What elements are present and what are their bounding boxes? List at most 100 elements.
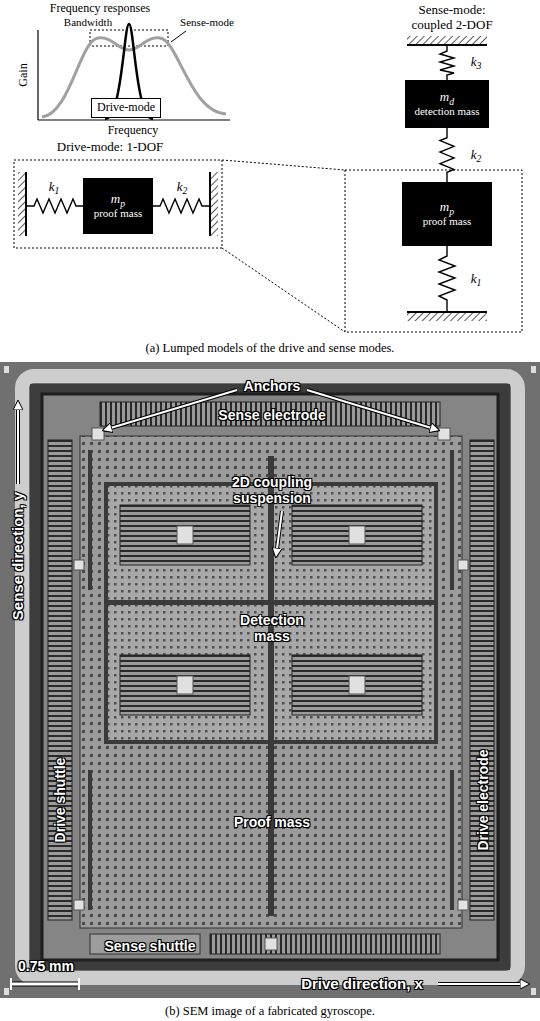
wall-hatch [407,36,487,45]
arrow-halo [16,402,20,484]
frequency-axis [38,119,230,120]
node-text: Drive-mode [97,101,155,115]
sense-comb [120,655,250,715]
mass-block: mpproof mass [402,182,492,246]
coupling-beam [108,600,434,605]
drive-electrode [470,440,494,920]
text-part: k [471,147,477,162]
die-ring [22,376,518,978]
part-label: Sense shuttle [104,938,195,954]
anchor [177,526,193,544]
text-part: k [177,179,183,194]
text-part: 3 [476,60,481,71]
leader-arrow [307,390,438,430]
mode-box: Drive-mode [91,98,161,118]
text-part: m [440,199,449,214]
text-part: 2 [182,185,187,196]
sense-comb [120,505,250,565]
model-heading: Sense-mode: coupled 2-DOF [400,3,505,33]
direction-arrow [438,983,528,985]
anchor [458,560,468,570]
spring [153,199,210,213]
node-text: mp [440,200,454,215]
scale-tick [78,978,80,990]
zoom-line [222,160,345,170]
arrow-halo [276,511,282,556]
text-part: m [111,191,120,206]
gain-axis [37,30,38,120]
spring-label: k2 [471,148,482,163]
anchor [74,900,84,910]
spring-label: k1 [49,180,60,195]
zoom-box [345,170,522,332]
spring [439,246,455,312]
corner-mark [4,988,9,995]
leader-arrow [276,511,282,556]
part-label: Drive shuttle [52,758,68,843]
flexure-slot [88,770,92,910]
device-frame [42,394,498,960]
wall [25,172,27,236]
part-label: 2D coupling suspension [217,474,327,506]
anchor [74,560,84,570]
mass-block: mpproof mass [83,178,153,234]
scale-bar-halo [10,982,80,987]
caption: (a) Lumped models of the drive and sense… [146,341,395,355]
zoom-box [14,160,222,248]
corner-mark [531,988,536,995]
node-text: proof mass [94,207,143,220]
spring [26,199,83,213]
spring [440,45,454,80]
wall [209,172,211,236]
node-text: proof mass [423,215,472,228]
spring-label: k2 [177,180,188,195]
axis-label: Gain [17,63,31,86]
flexure-slot [88,450,92,590]
drive-electrode [48,440,72,920]
corner-mark [4,366,9,373]
zoom-line [222,248,345,332]
text-part: k [471,54,477,69]
trench [30,384,510,970]
plot-title: Frequency responses [50,2,150,16]
spring-label: k1 [471,272,482,287]
part-label: Proof mass [234,814,310,830]
axis-label: Frequency [108,124,159,138]
flexure-slot [450,770,454,910]
sense-comb [292,655,422,715]
text-part: k [49,179,55,194]
sem-background [0,362,540,998]
proof-mass [80,436,462,928]
anchor [458,900,468,910]
leader-line [171,31,186,42]
wall-hatch [407,312,487,321]
part-label: Drive electrode [475,749,491,850]
scale-bar [10,983,80,986]
anchor [177,676,193,694]
flexure-slot [450,450,454,590]
text-part: k [471,271,477,286]
wall-hatch [18,172,26,236]
plot-label: Bandwidth [64,16,112,29]
wall-hatch [210,172,218,236]
node-text: md [440,90,454,105]
sense-shuttle [90,934,200,954]
scale-label: 0.75 mm [18,958,74,974]
anchor [349,526,365,544]
part-label: Detection mass [227,612,317,644]
text-part: m [440,89,449,104]
sense-comb [292,505,422,565]
spring-label: k3 [471,55,482,70]
anchor [349,676,365,694]
part-label: Anchors [244,378,301,394]
direction-label: Drive direction, x [301,975,423,992]
caption: (b) SEM image of a fabricated gyroscope. [165,1004,375,1018]
direction-label: Sense direction, y [9,492,26,620]
leader-arrow [104,390,237,430]
text-part: 2 [476,153,481,164]
anchor [92,428,104,440]
part-label: Sense electrode [218,407,325,423]
mass-block: mddetection mass [405,80,489,128]
arrow-halo [104,390,237,430]
